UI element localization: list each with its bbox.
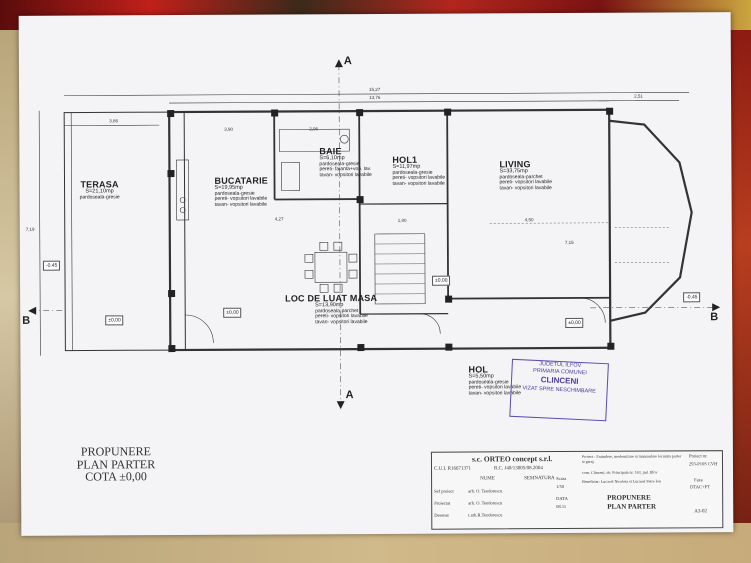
dim-kitchen: 3,90 — [224, 126, 234, 132]
tb-project: Proiect : Extindere, modernizare si mans… — [581, 453, 682, 464]
tb-role-3-name: t.arh.R.Teodorescu — [468, 512, 503, 518]
tb-scale-label: Scara — [556, 476, 567, 482]
room-terasa: TERASA S=21,10mp pardoseala-gresie — [79, 179, 120, 201]
approval-stamp: JUDETUL ILFOV PRIMARIA COMUNEI CLINCENI … — [509, 358, 609, 422]
floor-plan-drawing — [28, 59, 721, 410]
dim-hol1: 1,80 — [397, 217, 407, 223]
tb-address: com. Clinceni, str. Principala nr. 163, … — [582, 469, 658, 475]
tb-phase: DTAC+PT — [690, 484, 710, 490]
section-marker-b-right: B — [710, 311, 719, 324]
tb-role-2-name: arh. O. Teodorescu — [468, 500, 503, 506]
tb-phase-label: Faza — [694, 477, 703, 483]
room-hol1: HOL1 S=11,97mp pardoseala-gresie pereti-… — [392, 155, 445, 187]
level-outside-left: -0,45 — [42, 260, 61, 271]
room-living: LIVING S=33,75mp pardoseala-parchet pere… — [499, 159, 552, 192]
level-kitchen: ±0,00 — [223, 307, 242, 318]
tb-company: s.c. ORTEO concept s.r.l. — [471, 454, 553, 464]
room-living-ceiling: tavan- vopsitori lavabile — [499, 184, 552, 192]
dim-right: 2,51 — [634, 93, 643, 99]
room-baie: BAIE S=6,10mp pardoseala-gresie pereti- … — [319, 146, 372, 178]
tb-drawing-title-2: PLAN PARTER — [607, 502, 657, 511]
level-living: ±0,00 — [565, 317, 584, 329]
tb-date-label: DATA — [556, 495, 568, 502]
tb-cui: C.U.I. R16671371 — [434, 466, 471, 472]
title-block: s.c. ORTEO concept s.r.l. C.U.I. R166713… — [430, 450, 724, 530]
level-terasa: ±0,00 — [105, 315, 124, 326]
section-marker-a-top: A — [343, 55, 352, 68]
sheet-title-line-3: COTA ±0,00 — [85, 469, 147, 484]
dim-inner: 13,76 — [369, 94, 381, 101]
room-hol1-ceiling: tavan- vopsitori lavabile — [392, 180, 445, 187]
room-loc-ceiling: tavan- vopsitori lavabile — [315, 318, 368, 326]
tb-role-2: Proiectat — [434, 500, 451, 506]
tb-col-sign: SEMNATURA — [524, 476, 555, 482]
sheet-title: PROPUNERE PLAN PARTER COTA ±0,00 — [61, 444, 171, 484]
room-bucatarie-ceiling: tavan- vopsitori lavabile — [214, 201, 267, 208]
level-outside-right: -0,45 — [683, 292, 701, 303]
tb-role-1-name: arh. O. Teodorescu — [468, 488, 503, 494]
dim-bath: 2,06 — [309, 126, 319, 132]
room-terasa-finish: pardoseala-gresie — [79, 194, 120, 201]
tb-scale: 1/50 — [556, 484, 565, 490]
section-marker-b-left: B — [22, 314, 31, 327]
dim-overall: 15,27 — [369, 86, 381, 93]
dim-terasa: 3,86 — [109, 118, 118, 124]
tb-plan-no: A3-02 — [694, 509, 708, 515]
tb-date: 08.11 — [556, 504, 567, 510]
room-loc-de-luat-masa: LOC DE LUAT MASA S=13,90mp pardoseala-pa… — [285, 293, 377, 326]
drawing-sheet: A A B B 15,27 13,76 2,51 3,86 7,19 3,90 … — [18, 12, 734, 536]
room-baie-ceiling: tavan- vopsitori lavabile — [319, 171, 372, 178]
tb-role-3: Desenat — [434, 512, 449, 518]
dim-living-2: 7,15 — [564, 239, 574, 246]
tb-col-name: NUME — [480, 476, 495, 482]
tb-drawing-title-1: PROPUNERE — [607, 493, 651, 502]
tb-project-no: 293-P16S CVH — [688, 461, 718, 467]
room-bucatarie: BUCATARIE S=19,95mp pardoseala-gresie pe… — [214, 176, 268, 208]
tb-project-no-label: Proiect nr. — [688, 453, 708, 459]
tb-beneficiary: Beneficiar: Lucacel Nicoleta si Lucacel … — [582, 478, 661, 484]
tb-role-1: Sef proiect — [434, 488, 454, 494]
dim-living: 4,50 — [524, 217, 534, 223]
tb-rc: R.C. J40/13005/08.2004 — [494, 466, 543, 472]
level-stairs: ±0,00 — [432, 275, 451, 286]
dim-left-vertical: 7,19 — [25, 226, 35, 232]
dim-hall: 4,27 — [274, 216, 284, 222]
section-marker-a-bottom: A — [345, 389, 354, 402]
